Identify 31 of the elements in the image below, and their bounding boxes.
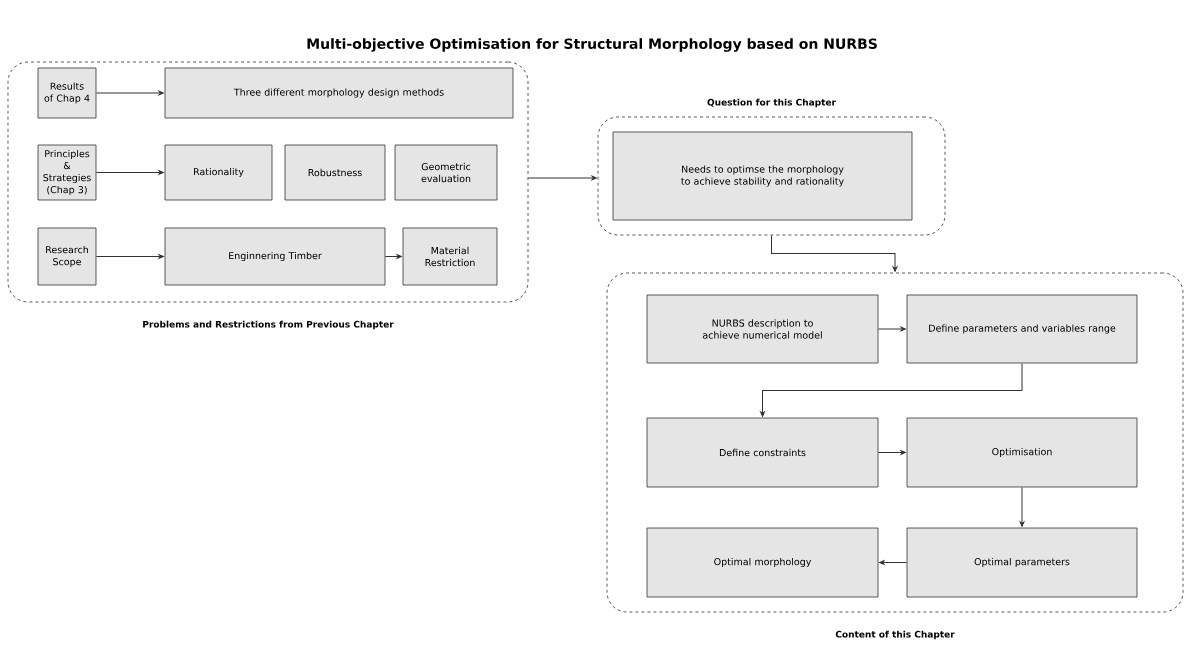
arrow [1019,486,1025,527]
process-box: Principles & Strategies (Chap 3) [37,144,97,201]
process-box: Geometric evaluation [394,144,498,201]
process-box: Three different morphology design methods [164,67,514,119]
arrow [95,90,164,96]
group-heading: Problems and Restrictions from Previous Chapter [143,320,394,330]
arrow [760,362,1023,417]
arrow [879,560,908,565]
group-heading: Question for this Chapter [707,98,836,108]
process-box: Optimal morphology [646,527,879,598]
title: Multi-objective Optimisation for Structural Morphology based on NURBS [307,38,877,52]
process-box: Results of Chap 4 [37,67,97,119]
process-box: Optimisation [906,417,1138,488]
process-box: Define constraints [646,417,879,488]
process-box: Define parameters and variables range [906,294,1138,364]
group-heading: Content of this Chapter [835,630,955,640]
process-box: Robustness [284,144,386,201]
arrow [877,450,906,455]
arrow [771,234,898,272]
arrow [95,254,164,259]
process-box: Enginnering Timber [164,227,386,286]
arrow [95,170,164,175]
process-box: Material Restriction [402,227,498,286]
arrow [877,326,906,332]
process-box: Research Scope [37,227,97,286]
process-box: Rationality [164,144,273,201]
arrow [527,175,597,181]
process-box: Needs to optimse the morphology to achieve stability and rationality [612,131,913,221]
arrow [384,254,402,259]
process-box: Optimal parameters [906,527,1138,598]
process-box: NURBS description to achieve numerical model [646,294,879,364]
